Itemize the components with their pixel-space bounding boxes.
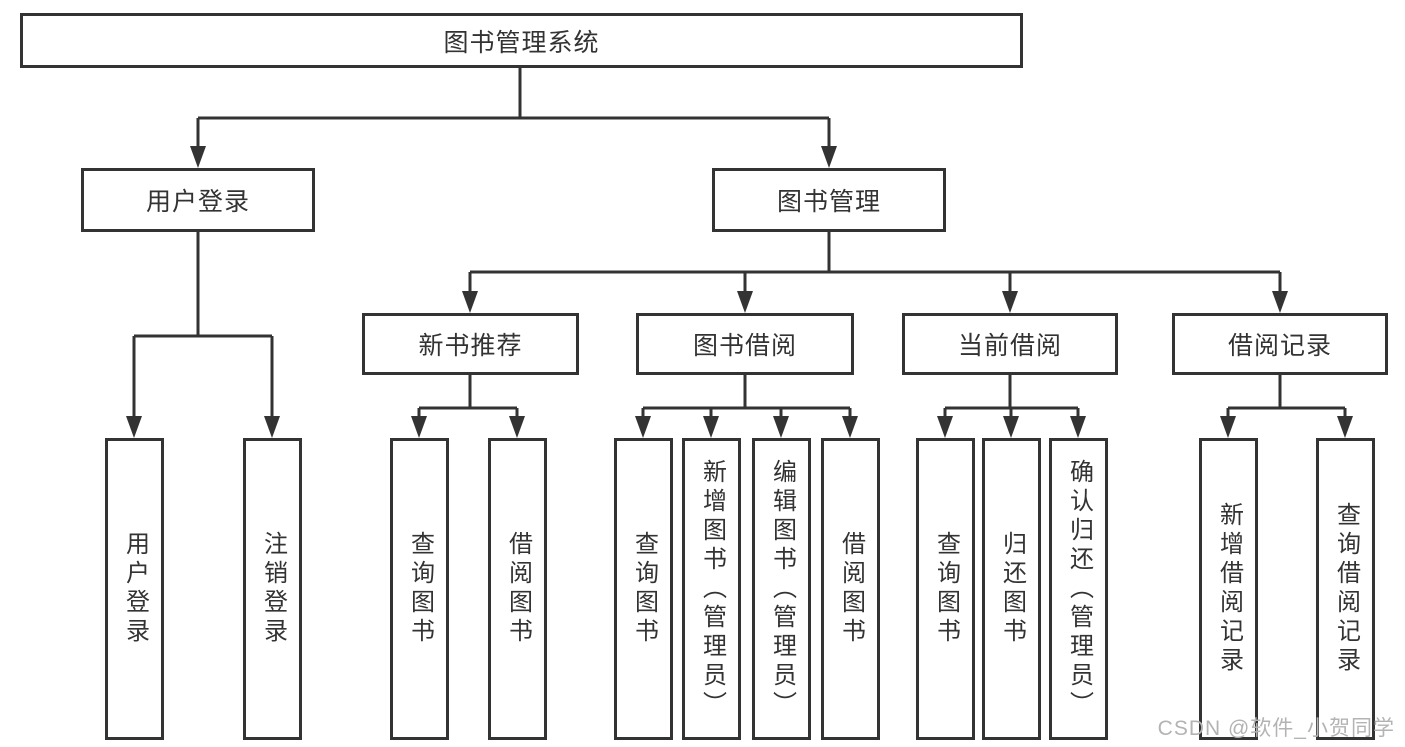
arrowhead [1220, 416, 1236, 438]
leaf-label: 确认归还（管理员） [1065, 458, 1093, 720]
arrowhead [1337, 416, 1353, 438]
leaf-label: 用户登录 [121, 531, 149, 647]
leaf-return-books: 归还图书 [982, 438, 1041, 740]
leaf-user-login: 用户登录 [105, 438, 164, 740]
leaf-borrow-books-borrowing: 借阅图书 [821, 438, 880, 740]
leaf-edit-books-admin: 编辑图书（管理员） [752, 438, 811, 740]
node-user-login: 用户登录 [81, 168, 315, 232]
leaf-label: 借阅图书 [504, 531, 532, 647]
arrowhead [821, 146, 837, 168]
arrowhead [1003, 416, 1019, 438]
node-borrowing-records: 借阅记录 [1172, 313, 1388, 375]
node-current-borrowing: 当前借阅 [902, 313, 1118, 375]
arrowhead [1272, 291, 1288, 313]
node-new-book-recommend: 新书推荐 [362, 313, 579, 375]
leaf-label: 注销登录 [259, 531, 287, 647]
csdn-watermark: CSDN @软件_小贺同学 [1157, 717, 1395, 740]
leaf-add-books-admin: 新增图书（管理员） [682, 438, 741, 740]
leaf-label: 新增图书（管理员） [698, 458, 726, 720]
leaf-label: 归还图书 [998, 531, 1026, 647]
arrowhead [264, 416, 280, 438]
leaf-add-borrow-record: 新增借阅记录 [1199, 438, 1258, 740]
node-library-management-system: 图书管理系统 [20, 13, 1023, 68]
leaf-label: 查询图书 [932, 531, 960, 647]
arrowhead [462, 291, 478, 313]
leaf-label: 查询图书 [630, 531, 658, 647]
leaf-confirm-return-admin: 确认归还（管理员） [1049, 438, 1108, 740]
arrowhead [842, 416, 858, 438]
arrowhead [411, 416, 427, 438]
leaf-query-books-current: 查询图书 [916, 438, 975, 740]
leaf-label: 新增借阅记录 [1215, 502, 1243, 676]
leaf-label: 借阅图书 [837, 531, 865, 647]
leaf-query-books-borrowing: 查询图书 [614, 438, 673, 740]
arrowhead [1070, 416, 1086, 438]
leaf-borrow-books-recommend: 借阅图书 [488, 438, 547, 740]
arrowhead [1002, 291, 1018, 313]
leaf-query-borrow-record: 查询借阅记录 [1316, 438, 1375, 740]
arrowhead [937, 416, 953, 438]
arrowhead [737, 291, 753, 313]
node-book-borrowing: 图书借阅 [636, 313, 854, 375]
leaf-label: 编辑图书（管理员） [768, 458, 796, 720]
arrowhead [773, 416, 789, 438]
arrowhead [509, 416, 525, 438]
leaf-label: 查询借阅记录 [1332, 502, 1360, 676]
leaf-label: 查询图书 [406, 531, 434, 647]
leaf-logout: 注销登录 [243, 438, 302, 740]
arrowhead [703, 416, 719, 438]
arrowhead [635, 416, 651, 438]
leaf-query-books-recommend: 查询图书 [390, 438, 449, 740]
node-book-management: 图书管理 [712, 168, 946, 232]
arrowhead [126, 416, 142, 438]
arrowhead [190, 146, 206, 168]
